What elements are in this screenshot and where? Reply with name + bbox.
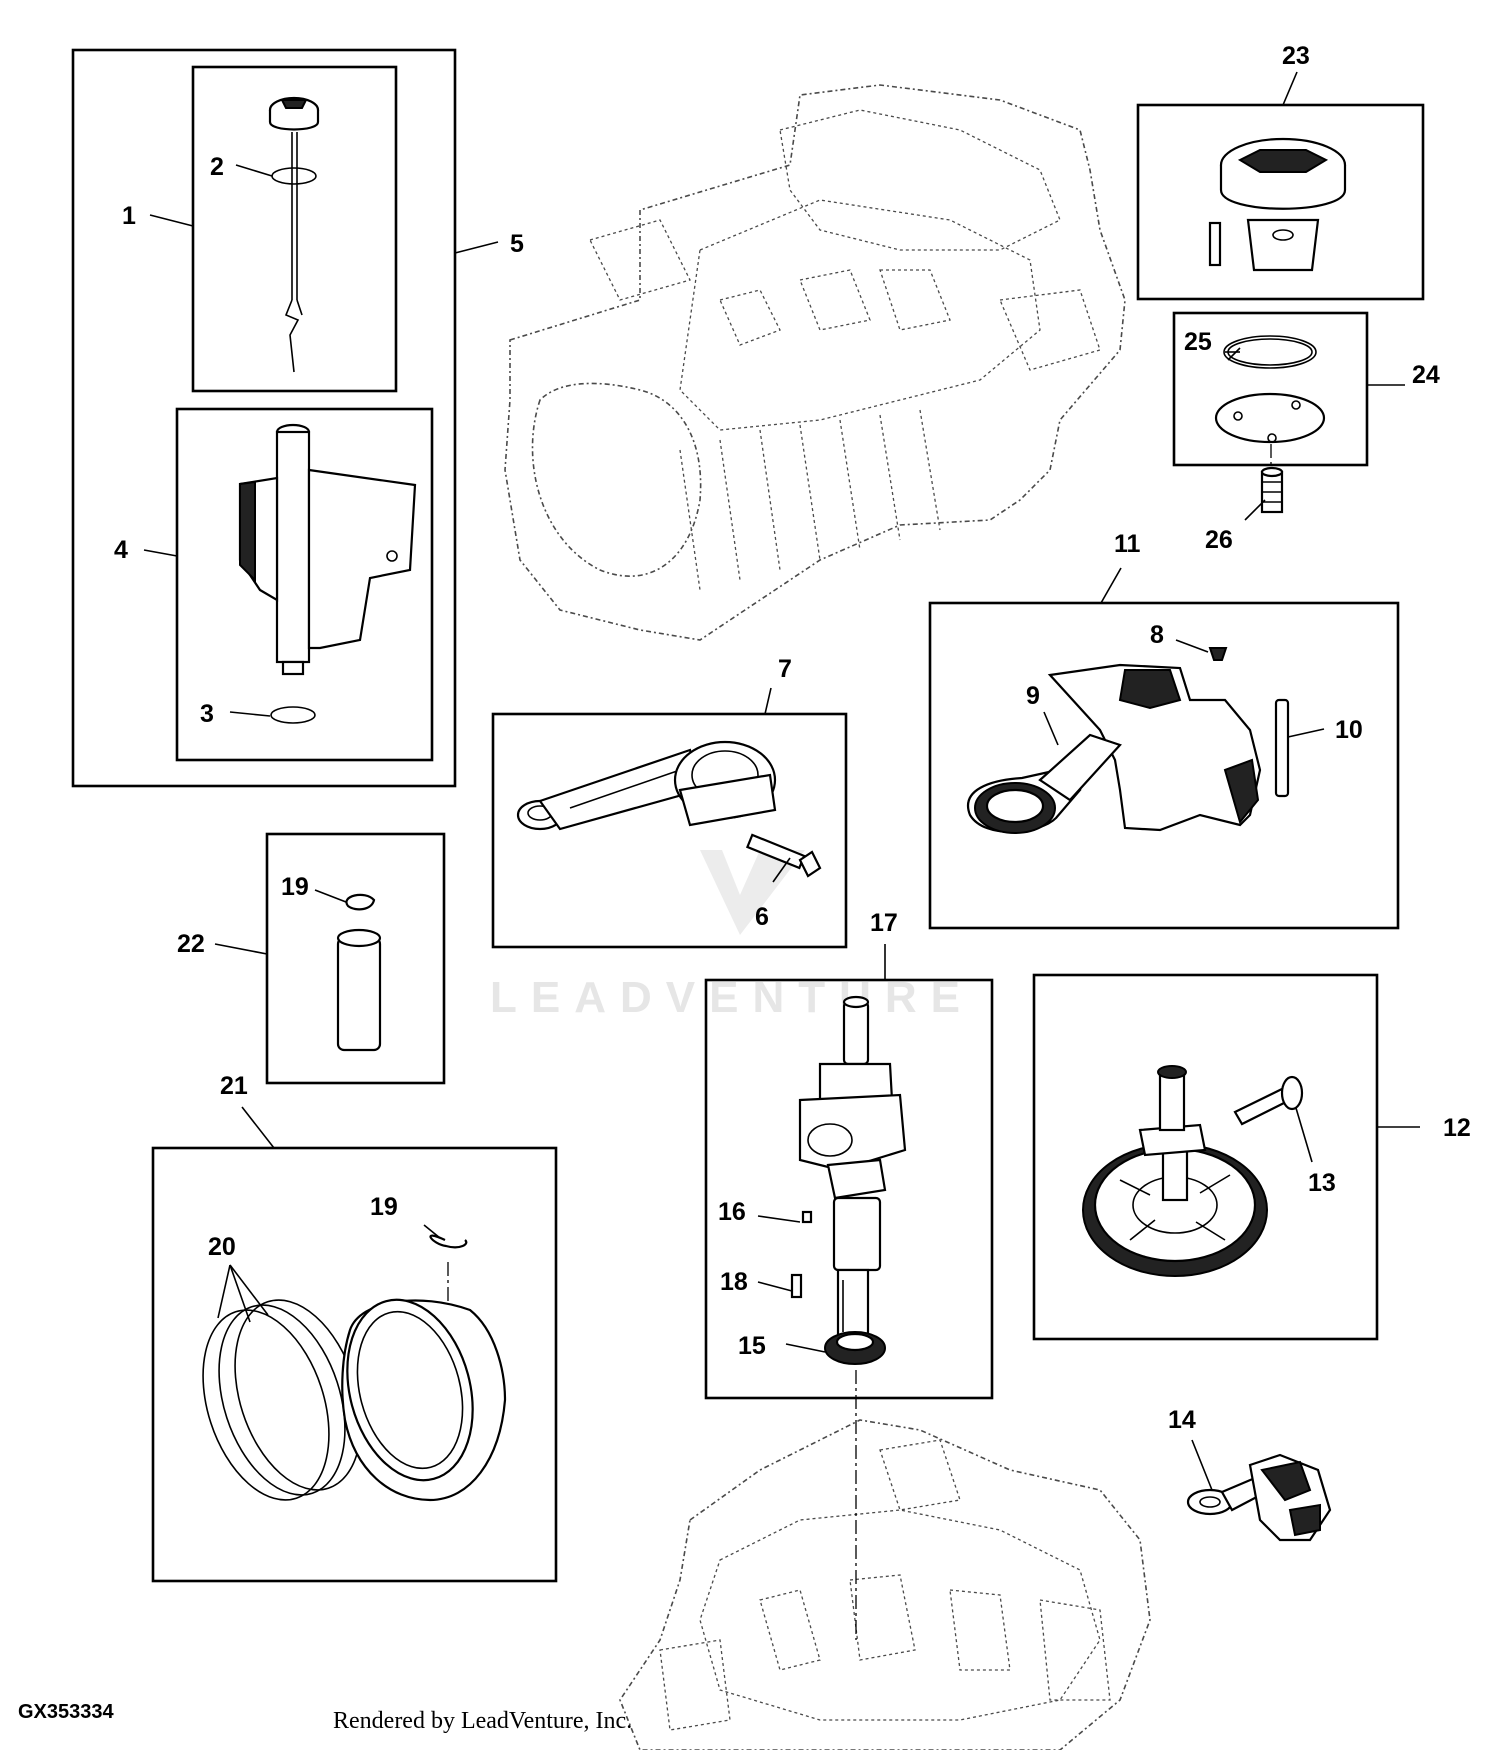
piston-part <box>202 1234 507 1502</box>
callout-4: 4 <box>114 536 128 564</box>
dipstick-tube-part <box>238 423 417 724</box>
assembly-box-22 <box>265 832 446 1085</box>
assembly-box-7 <box>491 712 848 949</box>
assembly-box-21 <box>151 1146 558 1583</box>
callout-19-pin: 19 <box>281 873 309 901</box>
crankcase-ghost <box>619 1419 1151 1750</box>
piston-pin-part <box>336 893 382 1052</box>
assembly-box-5 <box>71 48 457 788</box>
callout-25: 25 <box>1184 328 1212 356</box>
crankshaft-part <box>790 995 907 1640</box>
callout-17: 17 <box>870 909 898 937</box>
dipstick-part <box>268 96 320 373</box>
render-credit: Rendered by LeadVenture, Inc. <box>333 1708 632 1734</box>
callout-11: 11 <box>1114 530 1141 558</box>
callout-10: 10 <box>1335 716 1363 744</box>
assembly-box-12 <box>1032 973 1379 1341</box>
assembly-box-23 <box>1136 103 1425 301</box>
assembly-box-11 <box>928 601 1400 930</box>
fitting-part <box>1260 466 1284 514</box>
callout-24: 24 <box>1412 361 1440 389</box>
callouts: 1 2 3 4 5 6 7 8 9 10 11 12 13 14 15 16 1… <box>114 42 1471 1434</box>
assembly-box-17 <box>704 978 994 1400</box>
oil-pump-rotor-part <box>1208 137 1347 272</box>
callout-22: 22 <box>177 930 205 958</box>
callout-5: 5 <box>510 230 524 258</box>
callout-13: 13 <box>1308 1169 1336 1197</box>
engine-block-ghost <box>504 84 1126 641</box>
callout-3: 3 <box>200 700 214 728</box>
callout-23: 23 <box>1282 42 1310 70</box>
diagram-id: GX353334 <box>18 1701 115 1723</box>
callout-12: 12 <box>1443 1114 1471 1142</box>
cam-gear-part <box>1082 1065 1304 1277</box>
connecting-rod-part <box>516 740 822 878</box>
governor-part <box>1186 1453 1332 1542</box>
pump-cover-part <box>1214 335 1326 472</box>
assembly-box-4 <box>175 407 434 762</box>
callout-15: 15 <box>738 1332 766 1360</box>
callout-26: 26 <box>1205 526 1233 554</box>
callout-6: 6 <box>755 903 769 931</box>
callout-1: 1 <box>122 202 136 230</box>
assembly-box-1 <box>191 65 398 393</box>
callout-20: 20 <box>208 1233 236 1261</box>
callout-8: 8 <box>1150 621 1164 649</box>
callout-7: 7 <box>778 655 792 683</box>
callout-19-piston: 19 <box>370 1193 398 1221</box>
leader-lines <box>143 71 1420 1491</box>
callout-21: 21 <box>220 1072 248 1100</box>
callout-14: 14 <box>1168 1406 1196 1434</box>
callout-2: 2 <box>210 153 224 181</box>
watermark: LEADVENTURE <box>490 850 960 1022</box>
callout-9: 9 <box>1026 682 1040 710</box>
callout-18: 18 <box>720 1268 748 1296</box>
callout-16: 16 <box>718 1198 746 1226</box>
balancer-part <box>967 647 1290 834</box>
